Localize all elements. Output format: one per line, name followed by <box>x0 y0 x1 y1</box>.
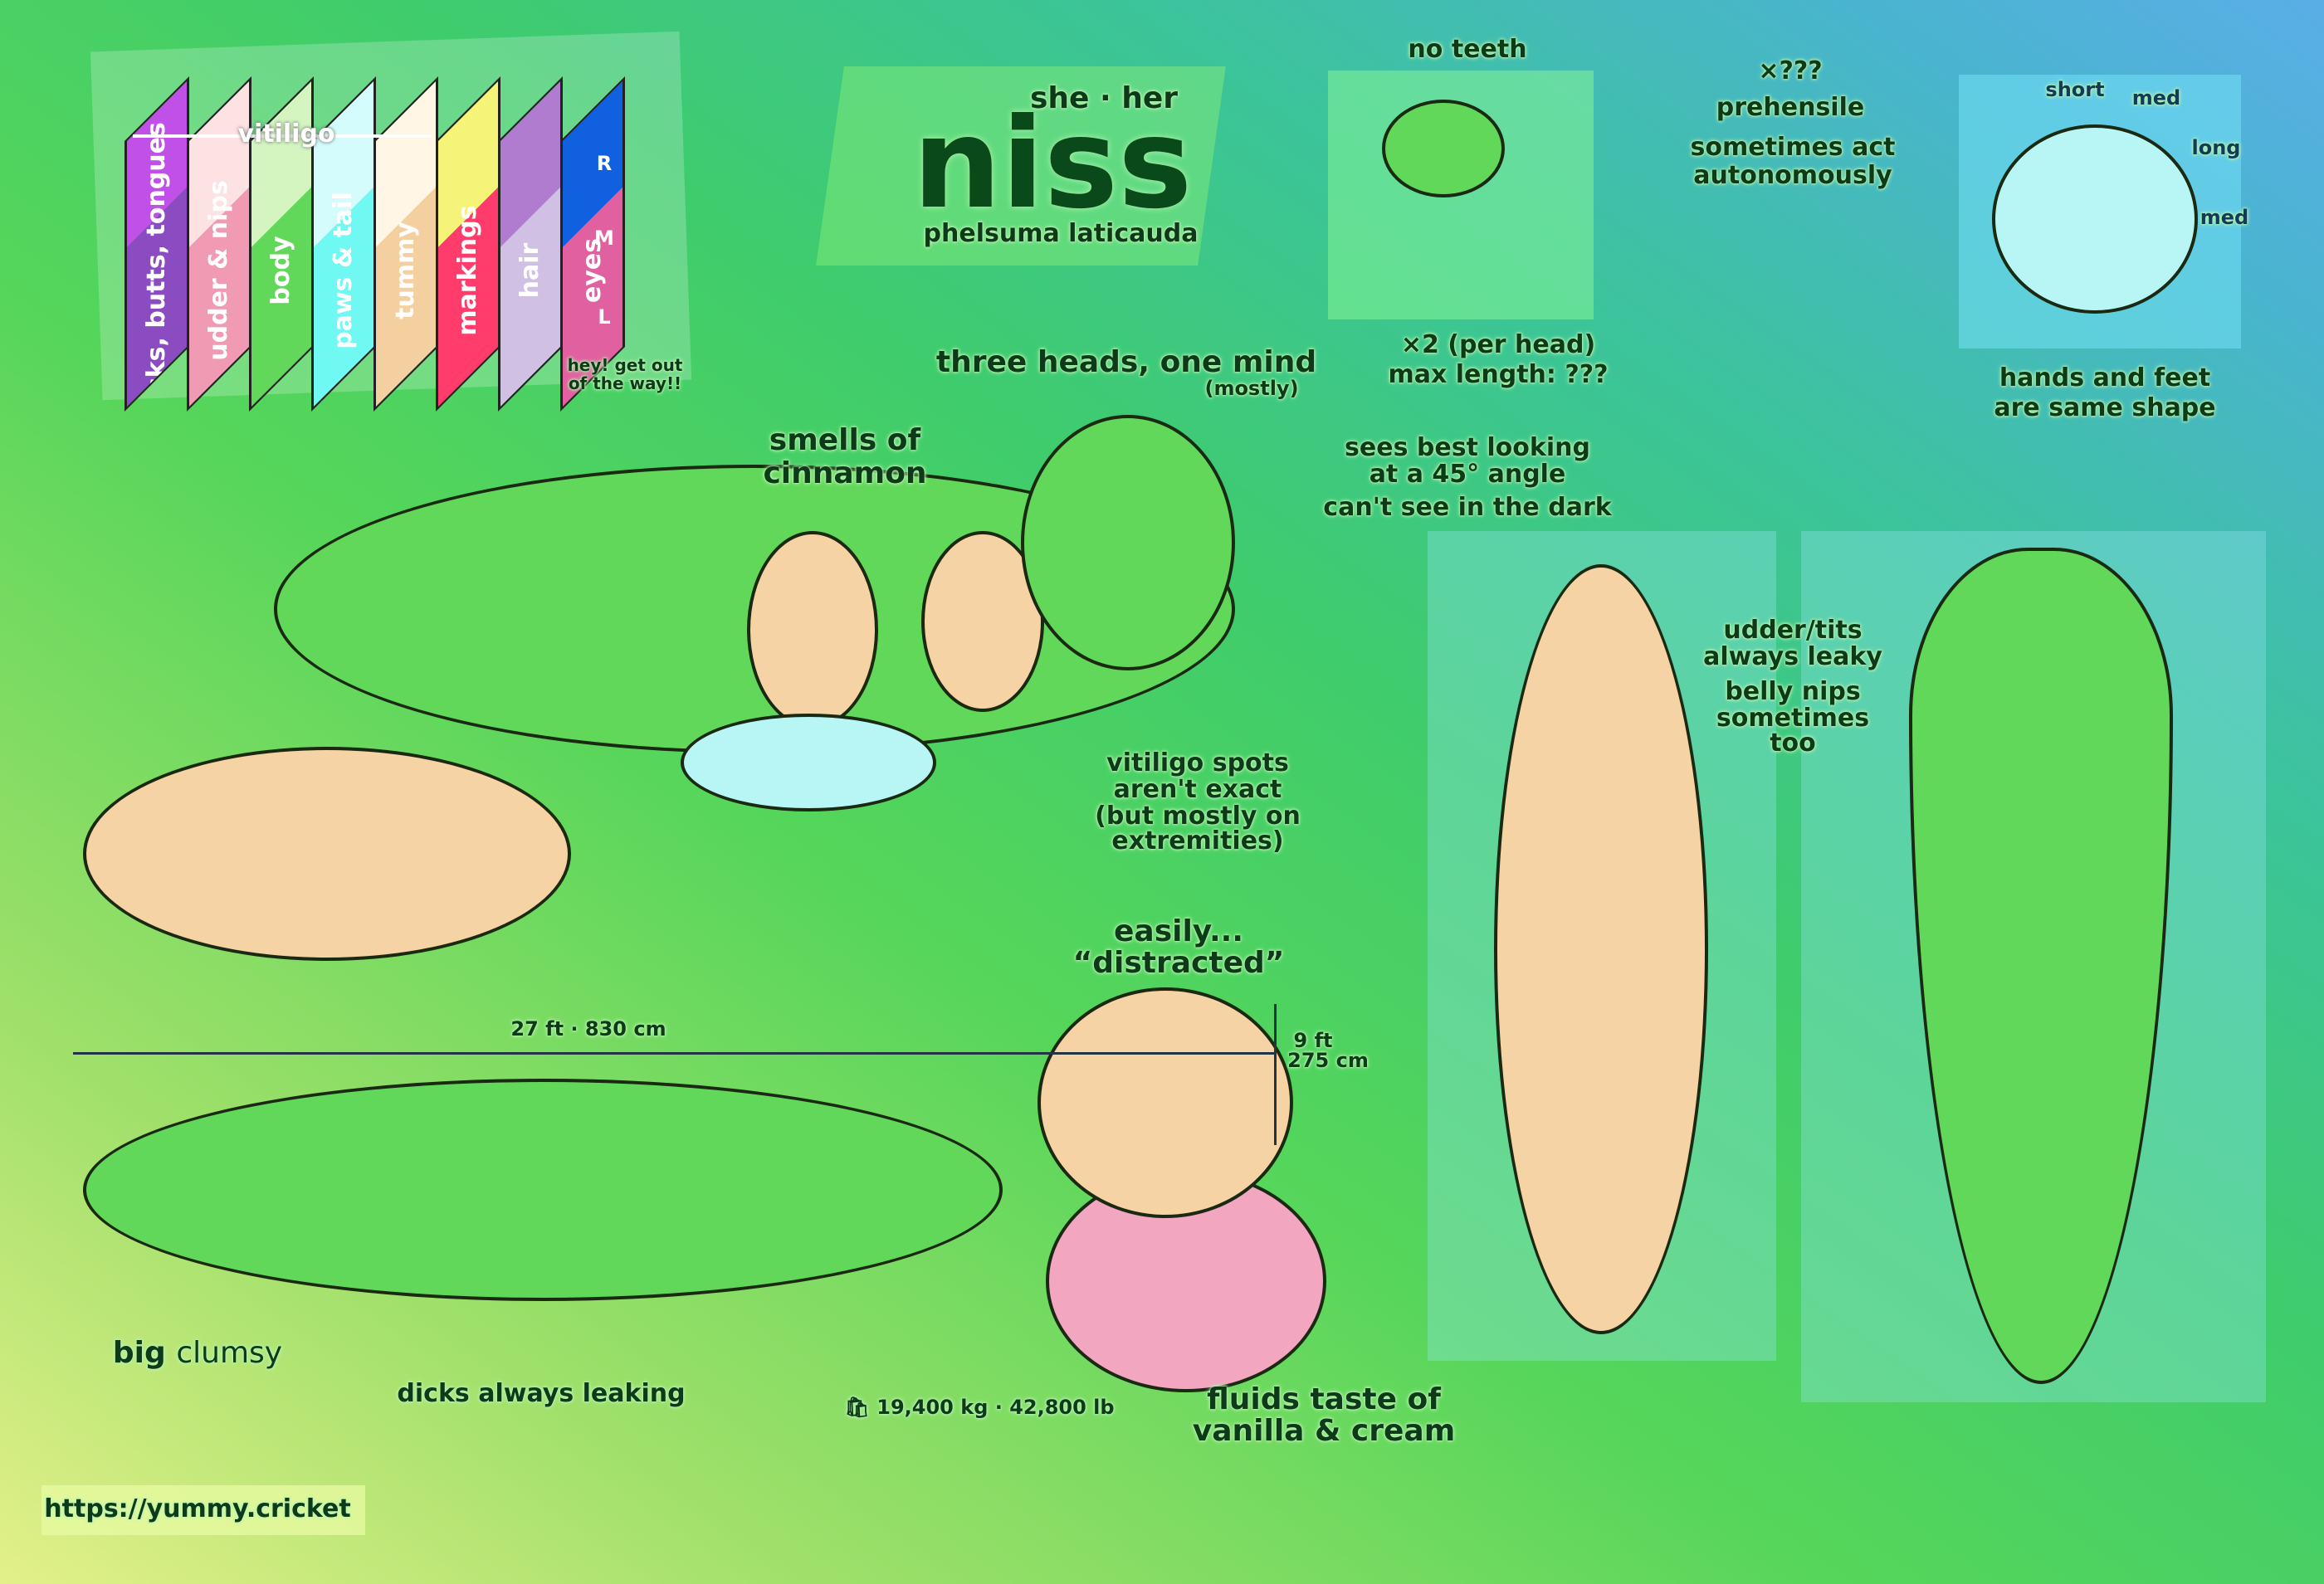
height-cm: 275 cm <box>1287 1049 1369 1072</box>
pronouns: she · her <box>1029 81 1179 115</box>
note-tongue-1: ×2 (per head) <box>1400 330 1596 359</box>
website-link[interactable]: https://yummy.cricket <box>44 1494 351 1523</box>
url-banner <box>42 1485 365 1535</box>
swatch-label: body <box>266 236 295 305</box>
character-name: niss <box>912 92 1193 236</box>
note-tongue-2: max length: ??? <box>1388 360 1609 389</box>
finger-med-2: med <box>2200 206 2249 229</box>
note-vitiligo-1: vitiligo spots <box>1106 748 1289 777</box>
note-prehensile: prehensile <box>1716 93 1865 122</box>
weight-value: 19,400 kg · 42,800 lb <box>876 1396 1115 1419</box>
note-hey-1: hey! get out <box>567 355 683 375</box>
finger-long: long <box>2191 136 2241 159</box>
note-fluids-2: vanilla & cream <box>1192 1414 1456 1448</box>
note-hey-2: of the way!! <box>568 373 682 393</box>
note-big-clumsy: big clumsy <box>113 1338 282 1369</box>
note-autonomous-1: sometimes act <box>1690 133 1896 162</box>
note-vitiligo-4: extremities) <box>1111 826 1284 855</box>
note-nips-1: belly nips <box>1725 677 1861 706</box>
note-nips-3: too <box>1770 729 1816 758</box>
finger-med-1: med <box>2131 86 2181 110</box>
swatch-label: tummy <box>391 222 420 319</box>
swatch-label: markings <box>453 205 482 336</box>
height-line <box>1274 1004 1277 1145</box>
note-three-heads: three heads, one mind <box>935 345 1317 379</box>
note-leaking: dicks always leaking <box>397 1379 686 1408</box>
eye-key-l: L <box>598 305 611 329</box>
note-vitiligo-2: aren't exact <box>1113 775 1282 804</box>
note-hands-2: are same shape <box>1994 393 2216 422</box>
note-fluids-1: fluids taste of <box>1207 1382 1441 1416</box>
vitiligo-rule <box>133 134 432 138</box>
note-sees-3: can't see in the dark <box>1323 493 1612 522</box>
eye-key-r: R <box>596 152 613 175</box>
paw-illustration <box>1992 124 2198 314</box>
note-distracted-2: “distracted” <box>1072 946 1285 980</box>
length-measure: 27 ft · 830 cm <box>510 1017 666 1041</box>
species: phelsuma laticauda <box>923 219 1199 248</box>
note-autonomous-2: autonomously <box>1693 161 1892 190</box>
note-udder-2: always leaky <box>1703 642 1882 671</box>
length-line <box>73 1052 1277 1055</box>
vitiligo-label: vitiligo <box>237 119 335 149</box>
note-hands-1: hands and feet <box>1999 363 2211 392</box>
eye-key-m: M <box>594 227 614 250</box>
note-count: ×??? <box>1758 56 1823 85</box>
clumsy-label: clumsy <box>176 1336 283 1370</box>
note-udder-1: udder/tits <box>1723 616 1863 645</box>
note-smells-1: smells of <box>769 423 921 457</box>
note-vitiligo-3: (but mostly on <box>1095 802 1301 831</box>
note-mostly: (mostly) <box>1204 377 1299 400</box>
note-distracted-1: easily... <box>1113 914 1244 948</box>
note-smells-2: cinnamon <box>763 456 927 490</box>
swatch-label: paws & tail <box>329 192 358 349</box>
note-no-teeth: no teeth <box>1408 35 1527 64</box>
swatch-label: hair <box>515 242 544 299</box>
swatch-label: udder & nips <box>204 180 233 361</box>
weight-label: 🛍 19,400 kg · 42,800 lb <box>844 1396 1115 1419</box>
height-ft: 9 ft <box>1293 1029 1333 1052</box>
swatch-label: dicks, butts, tongues <box>142 122 171 412</box>
big-label: big <box>112 1336 166 1370</box>
note-sees-1: sees best looking <box>1345 433 1590 462</box>
note-nips-2: sometimes <box>1716 704 1870 733</box>
finger-short: short <box>2045 78 2105 101</box>
weight-icon: 🛍 <box>844 1396 877 1419</box>
head-illustration <box>1382 100 1505 197</box>
note-sees-2: at a 45° angle <box>1369 460 1566 489</box>
